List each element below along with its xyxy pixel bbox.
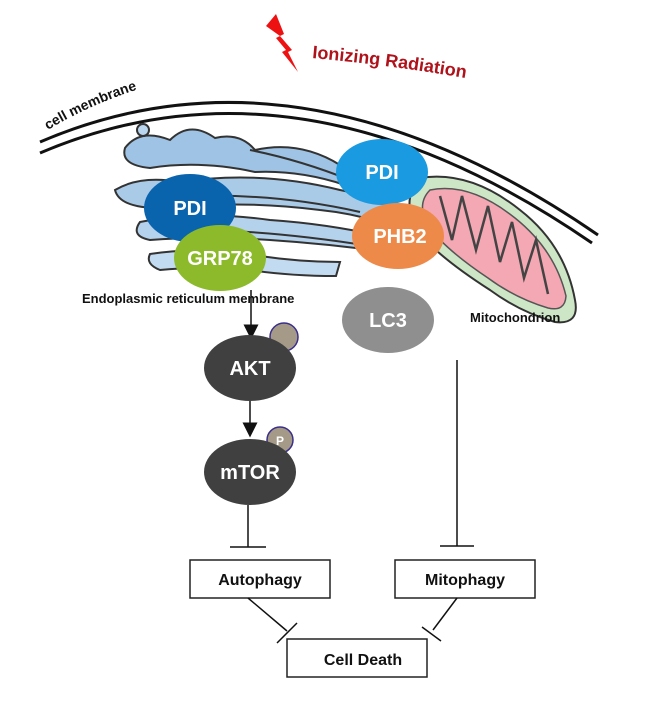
cell-membrane bbox=[39, 100, 599, 245]
svg-text:LC3: LC3 bbox=[369, 310, 407, 332]
mtor-inhibits-autophagy bbox=[230, 505, 266, 548]
grp78-node: GRP78 bbox=[174, 225, 266, 291]
phospho-label: P bbox=[276, 434, 284, 448]
lc3-inhibits-mitophagy bbox=[440, 360, 474, 547]
svg-text:PHB2: PHB2 bbox=[373, 226, 426, 248]
mitophagy-box: Mitophagy bbox=[394, 559, 536, 599]
pdi-mito-node: PDI bbox=[336, 139, 428, 205]
svg-text:Mitophagy: Mitophagy bbox=[425, 572, 505, 589]
lc3-node: LC3 bbox=[342, 287, 434, 353]
cell-death-box: Cell Death bbox=[286, 638, 428, 678]
mitochondrion-label: Mitochondrion bbox=[470, 310, 560, 325]
phb2-node: PHB2 bbox=[352, 203, 444, 269]
svg-text:PDI: PDI bbox=[173, 198, 206, 220]
lightning-bolt-icon bbox=[266, 14, 298, 72]
svg-text:Autophagy: Autophagy bbox=[218, 572, 302, 589]
er-membrane-label: Endoplasmic reticulum membrane bbox=[82, 291, 294, 306]
autophagy-box: Autophagy bbox=[189, 559, 331, 599]
svg-text:GRP78: GRP78 bbox=[187, 248, 253, 270]
mtor-node: P mTOR bbox=[204, 426, 296, 505]
svg-text:PDI: PDI bbox=[365, 162, 398, 184]
svg-text:AKT: AKT bbox=[229, 358, 270, 380]
ionizing-radiation-label: Ionizing Radiation bbox=[312, 42, 469, 82]
pdi-er-node: PDI bbox=[144, 174, 236, 242]
autophagy-inhibits-cell-death bbox=[247, 597, 298, 644]
svg-text:Cell Death: Cell Death bbox=[324, 652, 402, 669]
akt-node: AKT bbox=[204, 322, 299, 401]
mitophagy-inhibits-cell-death bbox=[421, 597, 458, 642]
svg-text:mTOR: mTOR bbox=[220, 462, 280, 484]
